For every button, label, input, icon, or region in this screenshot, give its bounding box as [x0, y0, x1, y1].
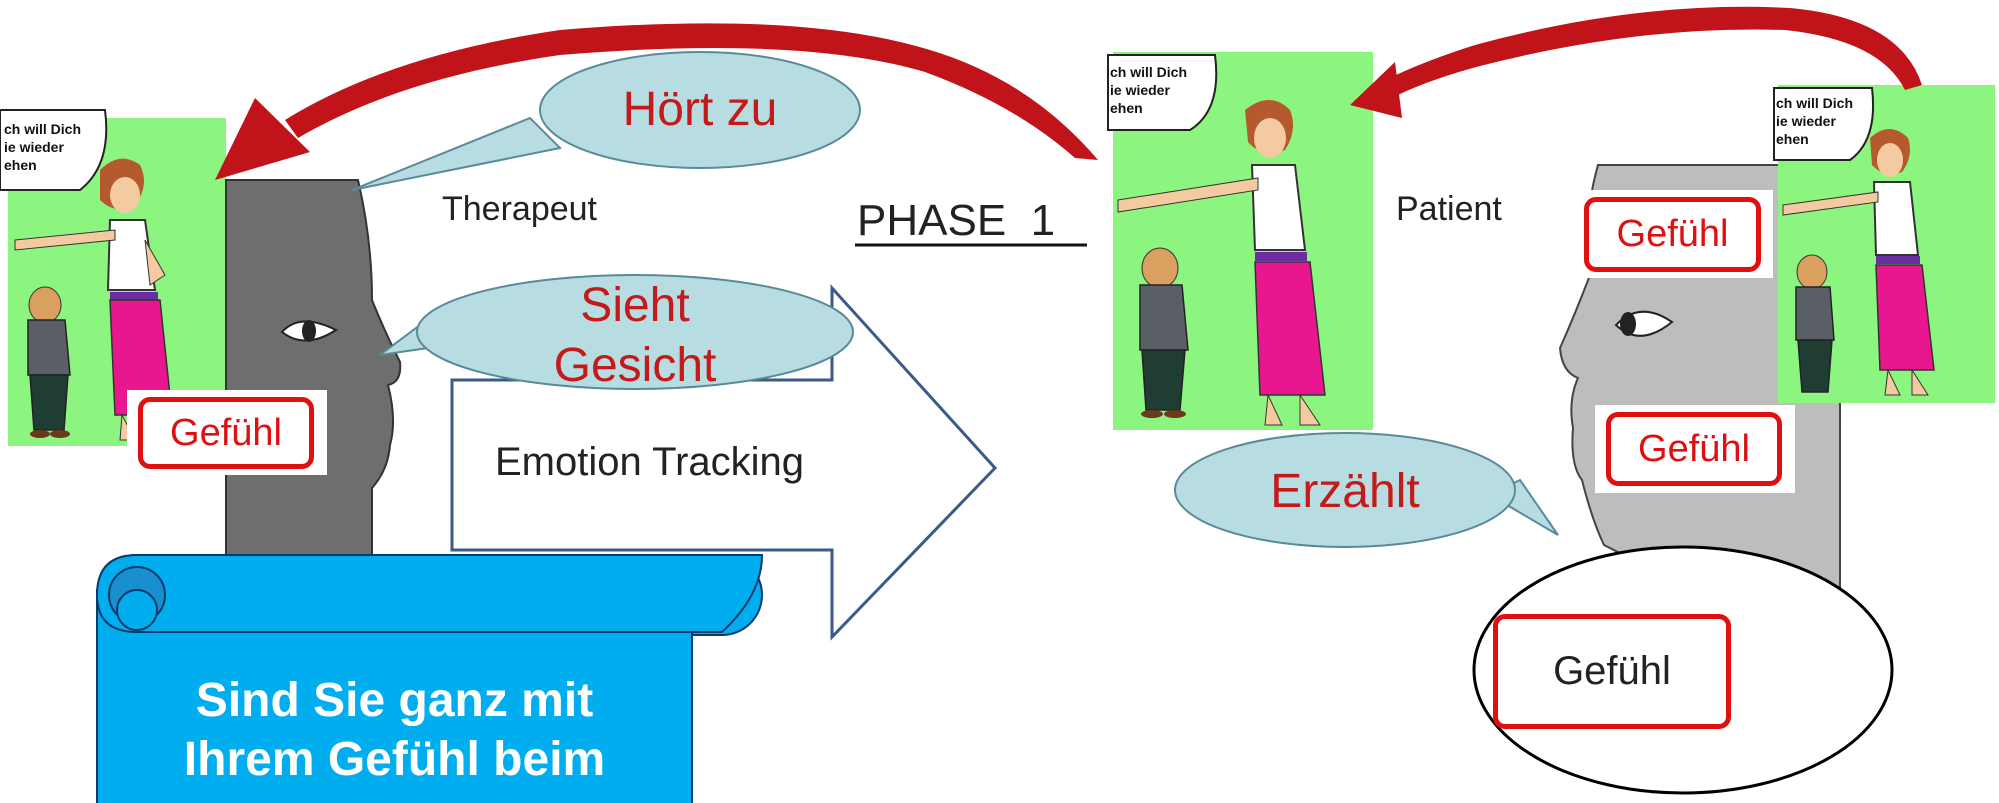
patient-comic-panel-1	[1107, 52, 1373, 430]
sieht-text: Sieht	[580, 279, 690, 332]
patient-comic-panel-2	[1773, 85, 1995, 403]
therapist-comic-text-2: ie wieder	[4, 139, 64, 155]
comic-boy-figure	[1139, 247, 1189, 418]
therapist-eye-icon	[280, 320, 339, 342]
patient-comic1-text-2: ie wieder	[1110, 82, 1170, 98]
patient-comic2-text-1: ch will Dich	[1776, 95, 1853, 111]
bubble-erzaehlt	[1174, 432, 1516, 548]
comic-speech-balloon	[1773, 87, 1875, 161]
comic-woman-figure	[1117, 100, 1326, 426]
scroll-banner	[95, 554, 764, 803]
top-feedback-arrow	[285, 23, 1098, 161]
therapist-feeling-box: Gefühl	[138, 397, 314, 469]
therapist-comic-text-3: ehen	[4, 157, 37, 173]
right-feedback-arrowhead	[1350, 62, 1402, 118]
patient-comic1-text-1: ch will Dich	[1110, 64, 1187, 80]
erzaehlt-text: Erzählt	[1270, 465, 1420, 518]
comic-boy-figure	[1795, 254, 1835, 393]
comic-woman-figure	[14, 158, 173, 441]
therapist-label: Therapeut	[442, 190, 597, 228]
patient-feeling-ellipse-box: Gefühl	[1493, 614, 1731, 729]
bubble-hoert-zu	[539, 51, 861, 169]
phase-title: PHASE 1	[857, 196, 1056, 245]
comic-woman-figure	[1782, 129, 1935, 396]
patient-eye-icon	[1614, 310, 1674, 337]
therapist-comic-text-1: ch will Dich	[4, 121, 81, 137]
emotion-tracking-arrow	[450, 284, 998, 641]
patient-comic1-text-3: ehen	[1110, 100, 1143, 116]
comic-speech-balloon	[1107, 54, 1218, 131]
patient-feeling-middle-box: Gefühl	[1606, 412, 1782, 486]
patient-comic2-text-2: ie wieder	[1776, 113, 1836, 129]
bubble-sieht-gesicht	[416, 274, 854, 390]
gesicht-text: Gesicht	[553, 339, 717, 392]
therapist-face-profile	[225, 179, 402, 561]
patient-label: Patient	[1396, 190, 1502, 228]
patient-comic2-text-3: ehen	[1776, 131, 1809, 147]
bubble-hoert-zu-tail	[351, 116, 563, 191]
comic-boy-figure	[27, 286, 71, 438]
scroll-line-1: Sind Sie ganz mit	[195, 674, 594, 727]
therapist-comic-panel	[0, 109, 226, 446]
patient-feeling-upper-box: Gefühl	[1584, 197, 1761, 272]
hoert-zu-text: Hört zu	[622, 83, 778, 136]
top-feedback-arrowhead	[215, 98, 310, 180]
right-feedback-arrow	[1370, 6, 1922, 105]
comic-speech-balloon	[0, 109, 108, 191]
emotion-tracking-label: Emotion Tracking	[495, 440, 805, 484]
scroll-line-2: Ihrem Gefühl beim	[183, 733, 606, 786]
